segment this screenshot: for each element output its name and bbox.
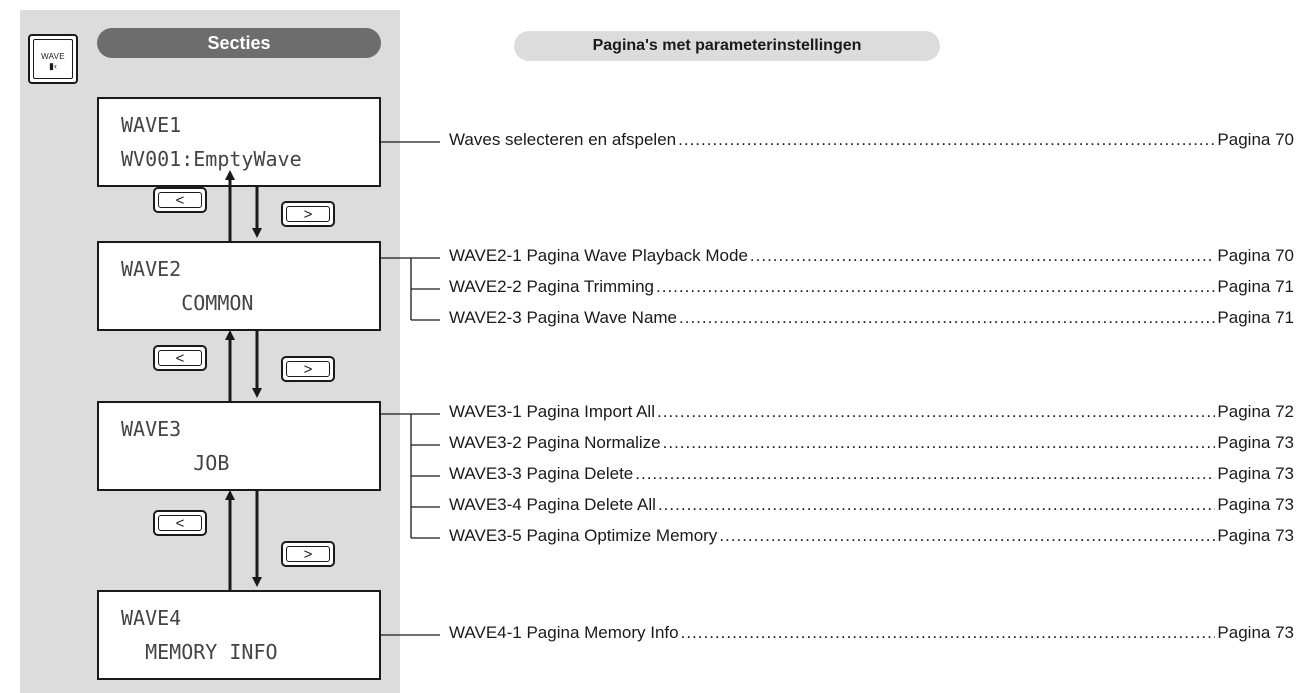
- page-reference: Pagina 73: [1217, 526, 1294, 545]
- lcd-screen-wave4: WAVE4 MEMORY INFO: [97, 590, 381, 680]
- dot-leader: [656, 277, 1215, 297]
- dot-leader: [681, 623, 1216, 643]
- next-button-face[interactable]: >: [286, 546, 330, 562]
- lcd-line-1: WAVE2: [121, 257, 182, 281]
- entry-label: WAVE2-2 Pagina Trimming: [449, 277, 655, 296]
- entry-label: WAVE3-4 Pagina Delete All: [449, 495, 656, 514]
- page-entry: WAVE3-3 Pagina Delete Pagina 73: [449, 464, 1294, 484]
- lcd-line-1: WAVE4: [121, 606, 182, 630]
- page-entry: WAVE2-3 Pagina Wave Name Pagina 71: [449, 308, 1294, 328]
- lcd-line-1: WAVE1: [121, 113, 182, 137]
- prev-button[interactable]: <: [153, 187, 207, 213]
- lcd-line-2: WV001:EmptyWave: [121, 147, 302, 171]
- lcd-screen-wave1: WAVE1 WV001:EmptyWave: [97, 97, 381, 187]
- dot-leader: [658, 495, 1215, 515]
- entry-label: WAVE3-1 Pagina Import All: [449, 402, 655, 421]
- page-entry: WAVE4-1 Pagina Memory Info Pagina 73: [449, 623, 1294, 643]
- prev-button[interactable]: <: [153, 510, 207, 536]
- wave-button[interactable]: WAVE ▮‹: [28, 34, 78, 84]
- lcd-screen-wave3: WAVE3 JOB: [97, 401, 381, 491]
- page-reference: Pagina 70: [1217, 130, 1294, 149]
- wave-button-face[interactable]: WAVE ▮‹: [33, 39, 73, 79]
- page-entry: WAVE3-4 Pagina Delete All Pagina 73: [449, 495, 1294, 515]
- entry-label: WAVE3-2 Pagina Normalize: [449, 433, 661, 452]
- wave-button-label: WAVE: [41, 52, 65, 61]
- page-entry: WAVE3-2 Pagina Normalize Pagina 73: [449, 433, 1294, 453]
- dot-leader: [679, 308, 1215, 328]
- dot-leader: [663, 433, 1216, 453]
- lcd-line-1: WAVE3: [121, 417, 182, 441]
- page-reference: Pagina 73: [1217, 464, 1294, 483]
- page-entry: WAVE3-5 Pagina Optimize Memory Pagina 73: [449, 526, 1294, 546]
- next-button-face[interactable]: >: [286, 361, 330, 377]
- next-button[interactable]: >: [281, 356, 335, 382]
- next-button-face[interactable]: >: [286, 206, 330, 222]
- pages-header: Pagina's met parameterinstellingen: [514, 31, 940, 61]
- sections-header: Secties: [97, 28, 381, 58]
- lcd-screen-wave2: WAVE2 COMMON: [97, 241, 381, 331]
- next-button[interactable]: >: [281, 201, 335, 227]
- lcd-line-2: COMMON: [121, 291, 254, 315]
- lcd-line-2: JOB: [121, 451, 230, 475]
- page-reference: Pagina 73: [1217, 495, 1294, 514]
- entry-label: Waves selecteren en afspelen: [449, 130, 677, 149]
- prev-button-face[interactable]: <: [158, 515, 202, 531]
- entry-label: WAVE3-3 Pagina Delete: [449, 464, 634, 483]
- page-reference: Pagina 73: [1217, 433, 1294, 452]
- page-reference: Pagina 71: [1217, 308, 1294, 327]
- dot-leader: [635, 464, 1215, 484]
- page-reference: Pagina 72: [1217, 402, 1294, 421]
- page-reference: Pagina 73: [1217, 623, 1294, 642]
- page-entry: WAVE3-1 Pagina Import All Pagina 72: [449, 402, 1294, 422]
- page-entry: Waves selecteren en afspelen Pagina 70: [449, 130, 1294, 150]
- page-entry: WAVE2-1 Pagina Wave Playback Mode Pagina…: [449, 246, 1294, 266]
- dot-leader: [719, 526, 1215, 546]
- dot-leader: [750, 246, 1216, 266]
- page-reference: Pagina 71: [1217, 277, 1294, 296]
- dot-leader: [657, 402, 1215, 422]
- entry-label: WAVE4-1 Pagina Memory Info: [449, 623, 679, 642]
- entry-label: WAVE2-1 Pagina Wave Playback Mode: [449, 246, 748, 265]
- entry-label: WAVE2-3 Pagina Wave Name: [449, 308, 678, 327]
- entry-label: WAVE3-5 Pagina Optimize Memory: [449, 526, 718, 545]
- lcd-line-2: MEMORY INFO: [121, 640, 278, 664]
- prev-button[interactable]: <: [153, 345, 207, 371]
- page-entry: WAVE2-2 Pagina Trimming Pagina 71: [449, 277, 1294, 297]
- page-reference: Pagina 70: [1217, 246, 1294, 265]
- prev-button-face[interactable]: <: [158, 192, 202, 208]
- prev-button-face[interactable]: <: [158, 350, 202, 366]
- speaker-icon: ▮‹: [49, 61, 57, 71]
- next-button[interactable]: >: [281, 541, 335, 567]
- dot-leader: [678, 130, 1215, 150]
